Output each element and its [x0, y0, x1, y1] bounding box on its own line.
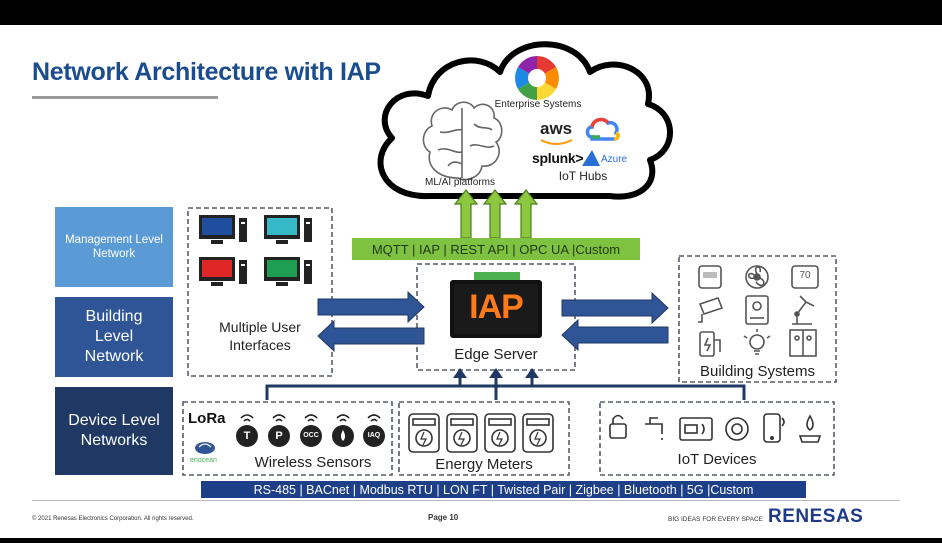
iot-devices-label: IoT Devices	[677, 451, 757, 468]
occupancy-sensor-label: OCC	[303, 432, 319, 439]
light-bulb-icon	[743, 329, 771, 355]
bottom-protocols-bar: RS-485 | BACnet | Modbus RTU | LON FT | …	[201, 481, 806, 498]
enocean-logo: enocean	[190, 457, 217, 464]
energy-meter-icon	[522, 413, 554, 453]
azure-icon	[582, 150, 600, 166]
temperature-sensor-icon	[236, 425, 258, 447]
thermostat-readout: 70	[799, 270, 811, 281]
building-systems-label: Building Systems	[699, 363, 816, 380]
user-interfaces-label: Multiple User Interfaces	[219, 319, 301, 354]
monitor-icons	[199, 215, 312, 286]
ev-charger-icon	[699, 331, 721, 357]
footer-rule	[32, 500, 900, 501]
smart-lock-icon	[609, 414, 627, 439]
lora-logo: LoRa	[188, 410, 226, 427]
wireless-sensors-label: Wireless Sensors	[254, 454, 372, 471]
ui-edge-arrows	[317, 290, 425, 353]
footer-tagline: BIG IDEAS FOR EVERY SPACE	[668, 516, 764, 523]
edge-server-device-icon	[450, 272, 542, 338]
slide-title: Network Architecture with IAP	[32, 58, 381, 86]
energy-meter-icons	[408, 413, 554, 453]
monitor-icon	[199, 257, 247, 286]
iot-box	[599, 401, 835, 476]
fan-icon	[745, 265, 769, 289]
water-leak-sensor-icon	[798, 414, 822, 443]
iaq-sensor-label: IAQ	[367, 432, 381, 439]
management-level-box: Management Level Network	[55, 207, 173, 287]
top-protocols-bar: MQTT | IAP | REST API | OPC UA |Custom	[352, 238, 640, 260]
smart-speaker-icon	[725, 417, 749, 441]
monitor-icon	[264, 215, 312, 244]
title-underline	[32, 96, 218, 99]
aws-logo: aws	[540, 119, 573, 138]
energy-meters-label: Energy Meters	[435, 456, 533, 473]
temperature-sensor-label: T	[243, 430, 251, 442]
iot-device-icons	[609, 413, 822, 443]
green-uplink-arrows	[453, 189, 539, 239]
monitor-icon	[264, 257, 312, 286]
enocean-icon	[195, 442, 215, 454]
edge-building-arrows	[561, 291, 669, 352]
aws-smile-icon	[540, 139, 573, 145]
pressure-sensor-label: P	[275, 430, 283, 442]
device-level-box: Device Level Networks	[55, 387, 173, 475]
ml-ai-platforms-label: ML/AI platforms	[424, 177, 496, 188]
fire-alarm-icon	[698, 265, 722, 289]
cloud-shape	[377, 41, 673, 200]
iot-hubs-label: IoT Hubs	[558, 169, 608, 183]
device-uplink-arrowheads	[453, 368, 539, 378]
occupancy-sensor-icon	[300, 425, 322, 447]
card-reader-icon	[679, 417, 713, 441]
camera-icon	[698, 297, 724, 323]
elevator-icon	[789, 329, 817, 357]
badge-icon	[745, 295, 769, 325]
monitor-icon	[199, 215, 247, 244]
energy-meter-icon	[484, 413, 516, 453]
splunk-logo: splunk>	[532, 150, 584, 166]
faucet-icon	[645, 417, 663, 442]
iaq-sensor-icon	[363, 425, 385, 447]
building-level-box: Building Level Network	[55, 297, 173, 377]
google-cloud-icon	[585, 117, 620, 141]
robot-arm-icon	[792, 295, 815, 325]
edge-server-label: Edge Server	[454, 346, 538, 363]
pressure-sensor-icon	[268, 425, 290, 447]
wifi-signal-icons	[240, 414, 381, 422]
copyright-text: © 2021 Renesas Electronics Corporation. …	[32, 516, 194, 522]
water-drop-icon	[341, 430, 345, 441]
smartphone-icon	[763, 413, 785, 443]
enterprise-logo-icon	[515, 56, 559, 100]
energy-meter-icon	[446, 413, 478, 453]
building-system-icons	[698, 265, 819, 357]
iap-logo: IAP	[469, 288, 524, 326]
wireless-sensor-icons	[195, 414, 385, 454]
enterprise-systems-label: Enterprise Systems	[494, 99, 582, 110]
azure-logo: Azure	[601, 154, 628, 165]
page-number: Page 10	[428, 513, 459, 522]
thermostat-icon	[791, 265, 819, 289]
renesas-logo: RENESAS	[768, 506, 864, 527]
energy-meter-icon	[408, 413, 440, 453]
brain-icon	[422, 101, 503, 181]
